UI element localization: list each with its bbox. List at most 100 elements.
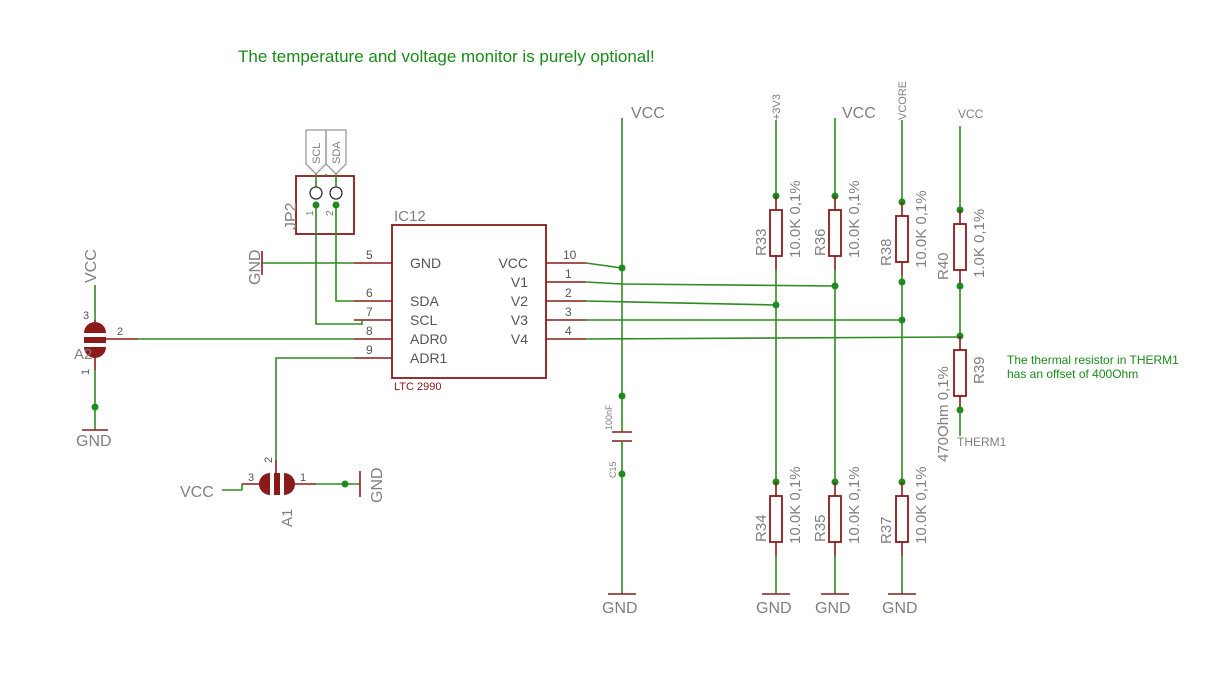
ic-gnd-symbol: GND [247, 249, 354, 285]
junction-dot [312, 201, 320, 209]
r33-value: 10.0K 0,1% [787, 180, 804, 258]
a2-pin3-num: 3 [83, 310, 89, 322]
note-optional: The temperature and voltage monitor is p… [238, 47, 655, 66]
scl-net-label: SCL [311, 143, 323, 164]
ic12-pin-name: ADR1 [410, 350, 448, 366]
note-therm-line1: The thermal resistor in THERM1 [1007, 353, 1179, 367]
vcc-label: VCC [631, 105, 665, 122]
junction-dot [341, 480, 349, 488]
ic12-pin-num: 5 [366, 248, 373, 262]
c15-ref: C15 [608, 461, 618, 478]
gnd-label: GND [756, 600, 792, 617]
junction-dot [618, 470, 626, 478]
divider-vcc: VCC GND R36 10.0K 0,1% R35 10.0K 0,1% [812, 105, 876, 617]
divider-therm: VCC THERM1 R40 1.0K 0,1% R39 470Ohm 0,1%… [935, 107, 1179, 462]
vcc-label: VCC [842, 105, 876, 122]
jp2-pin1-num: 1 [305, 210, 316, 216]
r33-body [769, 209, 783, 257]
junction-dot [618, 264, 626, 272]
ic12-pin-num: 6 [366, 286, 373, 300]
r34-ref: R34 [753, 514, 770, 542]
ic12-pin-num: 1 [565, 267, 572, 281]
a2-pin1-num: 1 [80, 369, 92, 375]
r33-ref: R33 [753, 228, 770, 256]
a1-pad-mid [274, 473, 280, 495]
ic12-pin-num: 9 [366, 343, 373, 357]
ic12-pin-name: V4 [511, 331, 528, 347]
sda-wire [335, 205, 354, 302]
r36-ref: R36 [812, 228, 829, 256]
r36-body [828, 209, 842, 257]
r38-ref: R38 [878, 238, 895, 266]
junction-dot [91, 403, 99, 411]
r38-body [895, 215, 909, 263]
r37-value: 10.0K 0,1% [913, 466, 930, 544]
a2-ref: A2 [74, 346, 92, 363]
ic12-pin-num: 10 [563, 248, 577, 262]
gnd-label: GND [247, 249, 264, 285]
v4-wire [585, 336, 961, 340]
ic12-value: LTC 2990 [394, 381, 442, 393]
junction-dot [772, 301, 780, 309]
vcc-label: VCC [83, 249, 100, 283]
jp2-ref: JP2 [283, 202, 300, 230]
r34-body [769, 495, 783, 543]
jp2-body [295, 175, 355, 235]
ic12-pin-name: V3 [511, 312, 528, 328]
junction-dot [831, 282, 839, 290]
ic12-pin-num: 8 [366, 324, 373, 338]
divider-3v3: +3V3 GND R33 10.0K 0,1% R34 10.0K 0,1% [753, 94, 804, 617]
a2-pad-bottom [84, 347, 106, 358]
r35-ref: R35 [812, 514, 829, 542]
3v3-label: +3V3 [771, 94, 783, 120]
r37-body [895, 495, 909, 543]
a2-pad-top [84, 322, 106, 333]
ic12-ref: IC12 [394, 208, 426, 225]
sda-net-label: SDA [331, 141, 343, 164]
ic12-pin-name: ADR0 [410, 331, 448, 347]
adr1-wire [275, 357, 354, 460]
ic12-pin-name: SCL [410, 312, 437, 328]
junction-dot [332, 201, 340, 209]
r35-value: 10.0K 0,1% [846, 466, 863, 544]
r38-value: 10.0K 0,1% [913, 190, 930, 268]
a2-jumper: VCC GND A2 3 1 2 [74, 249, 354, 450]
ic12-pin-name: VCC [498, 255, 528, 271]
ic12-pin-name: V1 [511, 274, 528, 290]
ic12-pin-name: GND [410, 255, 441, 271]
v1-wire [585, 281, 836, 287]
ic12-pin-name: SDA [410, 293, 439, 309]
jp2-connector: JP2 1 2 SCL SDA [283, 129, 355, 235]
ic12-pin-num: 3 [565, 305, 572, 319]
ic12-pin-num: 4 [565, 324, 572, 338]
a1-jumper: VCC GND A1 3 2 1 [180, 357, 386, 527]
junction-dot [898, 316, 906, 324]
r37-ref: R37 [878, 516, 895, 544]
scl-net-flag [305, 129, 327, 175]
vcc-label: VCC [958, 107, 984, 121]
note-therm-line2: has an offset of 400Ohm [1007, 367, 1138, 381]
ic12-pin-num: 7 [366, 305, 373, 319]
vcc-label: VCC [180, 484, 214, 501]
r36-value: 10.0K 0,1% [846, 180, 863, 258]
ic12-pin-num: 2 [565, 286, 572, 300]
divider-vcore: VCORE GND R38 10.0K 0,1% R37 10.0K 0,1% [878, 81, 930, 617]
vcc-bus-c15: VCC GND 100nF C15 [585, 105, 665, 617]
ic12-ltc2990: IC12 LTC 2990 5 6 7 8 9 GND SDA SCL ADR0… [354, 208, 586, 393]
junction-dot [898, 278, 906, 286]
a1-pin3-num: 3 [248, 472, 254, 484]
sda-net-flag [325, 129, 347, 175]
r40-body [953, 223, 967, 271]
a1-pad-right [284, 473, 295, 495]
c15-value: 100nF [604, 404, 614, 430]
r39-ref: R39 [971, 356, 988, 384]
jp2-pin2-num: 2 [325, 210, 336, 216]
r39-body [953, 349, 967, 397]
r34-value: 10.0K 0,1% [787, 466, 804, 544]
scl-wire [315, 205, 363, 325]
ic12-pin-name: V2 [511, 293, 528, 309]
jp2-pin2-pad [329, 186, 343, 200]
a1-ref: A1 [279, 509, 296, 527]
vcore-label: VCORE [897, 81, 909, 120]
junction-dot [618, 392, 626, 400]
